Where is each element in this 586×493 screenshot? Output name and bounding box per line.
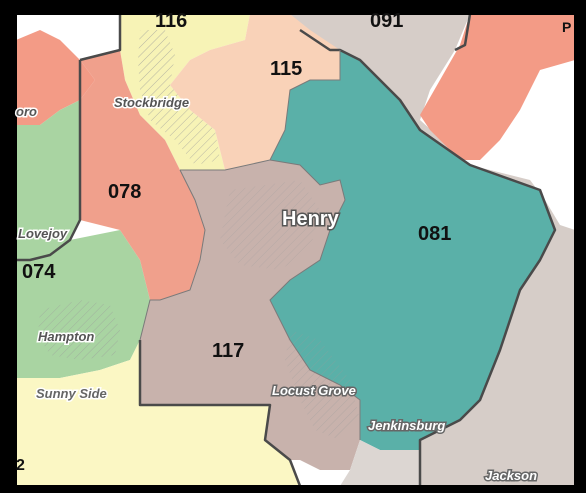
place-label-jenkinsburg: Jenkinsburg (368, 418, 445, 433)
henry-city-area (220, 180, 320, 270)
place-label-sunny-side: Sunny Side (36, 386, 107, 401)
place-label-partial-bottom: 2 (16, 457, 25, 474)
district-081-label: 081 (418, 223, 451, 245)
county-boundary (16, 14, 557, 486)
locust-grove-city-area (285, 330, 360, 440)
gray-lower-right-area[interactable] (340, 440, 420, 486)
district-pink-area[interactable] (420, 14, 575, 160)
district-078-area[interactable] (80, 50, 205, 300)
place-label-lovejoy: Lovejoy (18, 226, 68, 241)
district-081-area[interactable] (270, 50, 555, 450)
place-label-jackson: Jackson (485, 468, 537, 483)
place-label-partial-left: oro (16, 104, 37, 119)
district-091-area[interactable] (280, 14, 575, 486)
district-117-label: 117 (212, 340, 244, 362)
district-pink-left-area[interactable] (16, 30, 95, 125)
district-partial-label: P (562, 19, 571, 35)
district-115-label: 115 (270, 58, 302, 80)
district-091-label: 091 (370, 10, 403, 32)
district-115-area[interactable] (170, 14, 340, 170)
stockbridge-city-area (138, 30, 220, 165)
place-label-stockbridge: Stockbridge (114, 95, 189, 110)
district-074-label: 074 (22, 261, 56, 283)
district-116-label: 116 (155, 10, 187, 32)
map-border (15, 13, 576, 487)
place-label-hampton: Hampton (38, 329, 94, 344)
county-label-henry: Henry (282, 208, 340, 230)
district-078-label: 078 (108, 181, 141, 203)
sunny-side-area[interactable] (16, 340, 300, 486)
district-boundaries (139, 50, 361, 440)
place-label-locust-grove: Locust Grove (272, 383, 356, 398)
hampton-city-area (38, 300, 120, 360)
district-074-area[interactable] (16, 100, 80, 260)
